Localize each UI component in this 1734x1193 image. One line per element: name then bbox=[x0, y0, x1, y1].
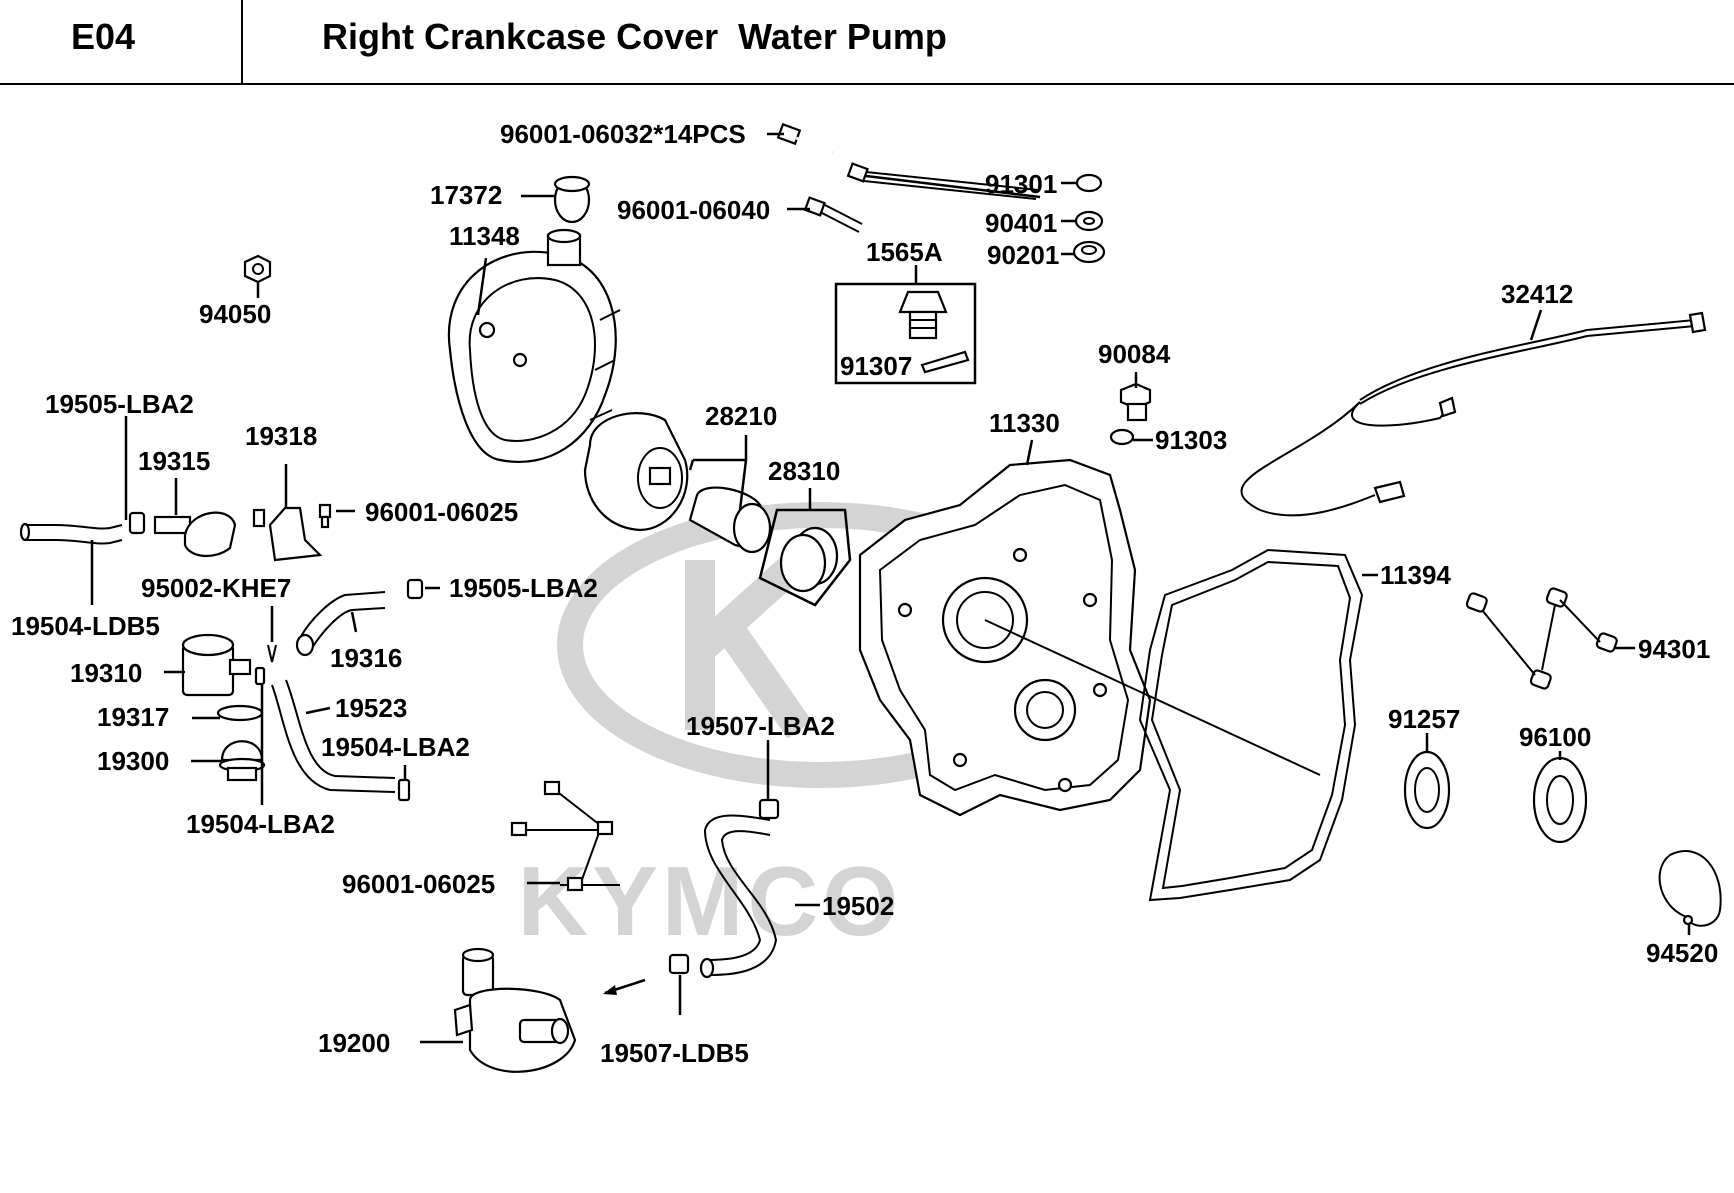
label-11394: 11394 bbox=[1380, 560, 1451, 590]
label-19523: 19523 bbox=[335, 693, 407, 723]
housing-19310 bbox=[181, 633, 252, 697]
bolt-96001-06025-a bbox=[318, 503, 332, 529]
hose-19504-ldb5 bbox=[19, 522, 123, 545]
label-91301: 91301 bbox=[985, 169, 1057, 199]
label-95002-khe7: 95002-KHE7 bbox=[141, 573, 291, 603]
dowel-94301 bbox=[1465, 587, 1618, 690]
clamp-19504-lba2-a bbox=[397, 778, 411, 802]
header-bar: E04 Right Crankcase Cover Water Pump bbox=[0, 0, 1734, 85]
label-90201: 90201 bbox=[987, 240, 1059, 270]
cover-11348 bbox=[447, 228, 621, 463]
label-19200: 19200 bbox=[318, 1028, 390, 1058]
hose-19316 bbox=[295, 591, 386, 657]
label-19504-lba2-a: 19504-LBA2 bbox=[321, 732, 470, 762]
bolts-96001-06025-b bbox=[510, 780, 620, 892]
label-19504-ldb5: 19504-LDB5 bbox=[11, 611, 160, 641]
clamp-19507-ldb5 bbox=[668, 953, 690, 975]
bolt-96001-06032 bbox=[776, 122, 834, 154]
label-1565A: 1565A bbox=[866, 237, 943, 267]
washer-91301 bbox=[1075, 173, 1103, 193]
label-28310: 28310 bbox=[768, 456, 840, 486]
label-11330: 11330 bbox=[989, 408, 1060, 438]
label-19505-lba2-b: 19505-LBA2 bbox=[449, 573, 598, 603]
label-90401: 90401 bbox=[985, 208, 1057, 238]
crankcase-cover-11330 bbox=[858, 458, 1321, 817]
nut-94050 bbox=[243, 254, 272, 284]
label-28210: 28210 bbox=[705, 401, 777, 431]
flow-arrow-head bbox=[603, 985, 617, 995]
seal-kit-28310 bbox=[758, 508, 852, 607]
bolt-96001-06040-b bbox=[803, 196, 863, 233]
circlip-94520 bbox=[1658, 850, 1722, 927]
label-96100: 96100 bbox=[1519, 722, 1591, 752]
label-94301: 94301 bbox=[1638, 634, 1710, 664]
label-94050: 94050 bbox=[199, 299, 271, 329]
fitting-19315 bbox=[153, 511, 237, 557]
label-19502: 19502 bbox=[822, 891, 894, 921]
bracket-19318 bbox=[252, 506, 323, 562]
diagram-code: E04 bbox=[71, 16, 136, 57]
label-19504-lba2-b: 19504-LBA2 bbox=[186, 809, 335, 839]
clamp-19505-lba2-a bbox=[128, 511, 146, 535]
label-96001-06040: 96001-06040 bbox=[617, 195, 770, 225]
impeller-28210 bbox=[583, 412, 772, 554]
label-19310: 19310 bbox=[70, 658, 142, 688]
hose-19523 bbox=[271, 679, 396, 793]
bearing-96100 bbox=[1532, 756, 1588, 844]
watermark-brand: KYMCO bbox=[518, 846, 903, 956]
label-19300: 19300 bbox=[97, 746, 169, 776]
label-19507-lba2: 19507-LBA2 bbox=[686, 711, 835, 741]
bolt-96001-06040-a bbox=[846, 162, 1041, 200]
diagram-code-cell: E04 bbox=[0, 0, 243, 83]
label-96001-06025-b: 96001-06025 bbox=[342, 869, 495, 899]
label-90084: 90084 bbox=[1098, 339, 1171, 369]
diagram-title: Right Crankcase Cover Water Pump bbox=[322, 16, 947, 57]
oring-19317 bbox=[216, 704, 264, 722]
label-19315: 19315 bbox=[138, 446, 210, 476]
clamp-19507-lba2 bbox=[758, 798, 780, 820]
water-pump-19200 bbox=[453, 947, 577, 1073]
label-91303: 91303 bbox=[1155, 425, 1227, 455]
label-94520: 94520 bbox=[1646, 938, 1718, 968]
clamp-19505-lba2-b bbox=[406, 578, 424, 600]
label-17372: 17372 bbox=[430, 180, 502, 210]
nut-90201 bbox=[1072, 240, 1106, 264]
leader-lines bbox=[90, 132, 1691, 1044]
label-96001-06032: 96001-06032*14PCS bbox=[500, 119, 746, 149]
oil-seal-91257 bbox=[1403, 750, 1451, 830]
clamp-19504-lba2-b bbox=[254, 666, 266, 686]
oring-91303 bbox=[1109, 428, 1135, 446]
gasket-11394 bbox=[1138, 548, 1364, 902]
label-11348: 11348 bbox=[449, 221, 520, 251]
label-19505-lba2-a: 19505-LBA2 bbox=[45, 389, 194, 419]
label-91257: 91257 bbox=[1388, 704, 1460, 734]
label-91307: 91307 bbox=[840, 351, 912, 381]
label-32412: 32412 bbox=[1501, 279, 1573, 309]
label-19318: 19318 bbox=[245, 421, 317, 451]
label-96001-06025-a: 96001-06025 bbox=[365, 497, 518, 527]
label-19507-ldb5: 19507-LDB5 bbox=[600, 1038, 749, 1068]
thermostat-19300 bbox=[218, 740, 266, 782]
wire-harness-32412 bbox=[1240, 311, 1707, 517]
box-1565A bbox=[834, 282, 977, 385]
hose-19502 bbox=[699, 814, 778, 979]
pin-95002-khe7 bbox=[267, 644, 277, 663]
cap-17372 bbox=[553, 175, 591, 224]
part-labels: 96001-06032*14PCS 96001-06040 17372 1134… bbox=[11, 119, 1718, 1068]
washer-90401 bbox=[1074, 210, 1104, 232]
label-19316: 19316 bbox=[330, 643, 402, 673]
bolt-90084 bbox=[1119, 382, 1152, 422]
label-19317: 19317 bbox=[97, 702, 169, 732]
